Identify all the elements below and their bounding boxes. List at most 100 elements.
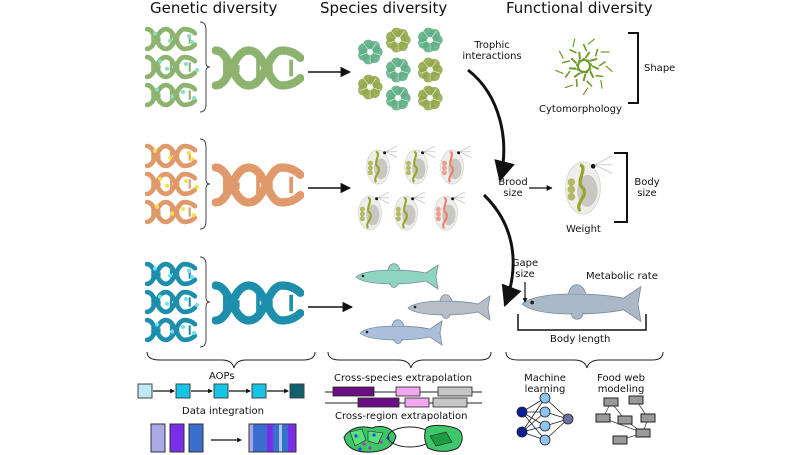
dna-group-fish — [147, 256, 301, 348]
brood-size-label: Brood size — [496, 177, 530, 199]
weight-daphnia — [565, 155, 613, 215]
variant-dot — [158, 294, 162, 299]
aop-node — [175, 383, 191, 399]
integrated-stripe — [253, 424, 267, 452]
small-dna-icon — [147, 202, 195, 222]
body-size-label-line1: Body — [634, 177, 660, 188]
variant-dot — [165, 66, 169, 71]
variant-dot — [192, 96, 196, 100]
gene-block-gray-1 — [437, 386, 473, 397]
variant-dot — [153, 266, 157, 271]
neural-network-graphic — [516, 392, 574, 446]
daphnia-icon — [358, 191, 390, 231]
alga-icon — [418, 57, 443, 83]
row-brace — [199, 256, 211, 348]
cross-species-graphic — [325, 386, 482, 408]
food-web-node — [612, 435, 628, 445]
body-length-label: Body length — [550, 334, 611, 345]
brace-genetic — [146, 351, 316, 369]
data-source-block — [188, 423, 204, 453]
integrated-stripe — [273, 424, 279, 452]
variant-dot — [155, 204, 159, 209]
data-integration-label: Data integration — [182, 406, 264, 417]
cross-species-label: Cross-species extrapolation — [334, 373, 473, 384]
trophic-interactions-label: Trophic interactions — [462, 40, 522, 62]
variant-dot — [165, 301, 169, 306]
variant-dot — [190, 157, 194, 161]
variant-dot — [195, 303, 199, 307]
metabolic-fish — [521, 284, 642, 323]
variant-dot — [184, 179, 188, 183]
variant-dot — [192, 213, 196, 217]
food-web-graphic — [595, 395, 656, 445]
small-dna-icon — [147, 292, 195, 312]
aop-chain — [137, 383, 305, 399]
aops-label: AOPs — [209, 371, 235, 382]
shape-label: Shape — [644, 63, 676, 74]
dna-group-algae — [147, 21, 300, 113]
variant-dot — [187, 151, 191, 155]
aop-node — [213, 383, 229, 399]
aop-node — [251, 383, 267, 399]
body-size-bracket — [614, 152, 628, 223]
variant-dot — [155, 322, 159, 327]
heading-functional-diversity: Functional diversity — [506, 0, 653, 17]
alga-icon — [418, 27, 443, 53]
variant-dot — [170, 329, 174, 334]
variant-dot — [168, 273, 172, 278]
variant-dot — [168, 38, 172, 43]
variant-dot — [195, 185, 199, 189]
trophic-arrow-1 — [467, 68, 515, 183]
row-brace — [199, 21, 211, 113]
food-web-node — [617, 415, 633, 425]
food-web-label: Food web modeling — [591, 373, 651, 395]
output-node — [562, 413, 574, 425]
cytomorphology-label: Cytomorphology — [539, 104, 622, 115]
body-length-bracket — [517, 314, 647, 331]
machine-learning-label: Machine learning — [515, 373, 575, 395]
daphnia-icon — [394, 191, 426, 231]
weight-label: Weight — [566, 224, 601, 235]
gene-block-purple-1 — [332, 386, 375, 397]
ml-label-line1: Machine — [524, 373, 566, 384]
metabolic-fish-icon — [521, 284, 642, 323]
integrated-block — [248, 423, 297, 453]
integrated-stripe — [249, 424, 253, 452]
alga-icon — [418, 85, 443, 111]
variant-dot — [187, 34, 191, 38]
large-dna-icon — [216, 286, 301, 321]
ml-label-line2: learning — [524, 384, 566, 395]
daphnia-icon — [404, 145, 436, 185]
gape-label-line2: size — [515, 269, 535, 280]
variant-dot — [165, 183, 169, 188]
hidden-node — [539, 406, 551, 418]
fish-icon — [359, 319, 443, 346]
variant-dot — [181, 325, 185, 329]
alga-icon — [386, 27, 411, 53]
fish-cluster — [355, 263, 491, 346]
variant-dot — [181, 207, 185, 211]
variant-dot — [195, 68, 199, 72]
variant-dot — [192, 331, 196, 335]
alga-icon — [386, 57, 411, 83]
integrated-stripe — [279, 424, 282, 452]
variant-dot — [181, 90, 185, 94]
alga-icon — [358, 74, 383, 100]
gene-block-gray-2 — [432, 397, 468, 408]
alga-icon — [358, 39, 383, 65]
food-web-label-line1: Food web — [597, 373, 645, 384]
gene-block-purple-2 — [357, 397, 400, 408]
variant-dot — [155, 87, 159, 92]
heading-species-diversity: Species diversity — [320, 0, 448, 17]
hidden-node — [539, 420, 551, 432]
variant-dot — [190, 275, 194, 279]
fish-icon — [407, 294, 491, 321]
variant-dot — [170, 94, 174, 99]
daphnia-cluster — [358, 145, 472, 231]
gene-block-pink-2 — [404, 397, 430, 408]
alga-icon — [386, 85, 411, 111]
trophic-arrow-2 — [482, 193, 522, 307]
small-dna-icon — [147, 57, 195, 77]
row-brace — [199, 138, 211, 230]
